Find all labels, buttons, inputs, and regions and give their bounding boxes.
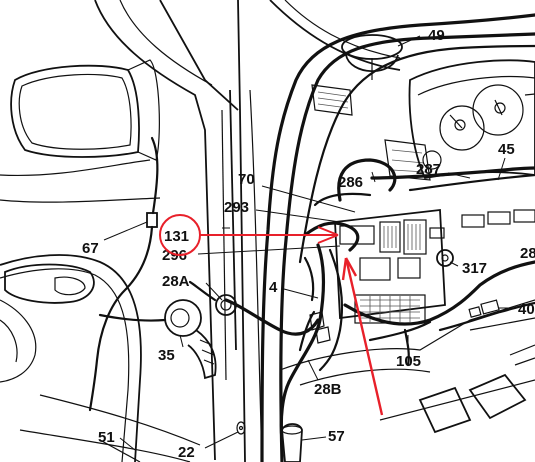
callout-28b: 28B (314, 381, 342, 398)
component-317 (436, 249, 454, 267)
leader-lines (103, 35, 515, 451)
a-pillar (221, 0, 401, 462)
callout-131: 131 (164, 228, 189, 245)
component-67 (146, 212, 158, 228)
red-arrow-diagonal (344, 257, 384, 416)
callout-40: 40 (518, 301, 535, 318)
callout-4: 4 (269, 279, 278, 296)
side-mirror (10, 59, 160, 161)
door-frame (0, 0, 239, 462)
fuse-relay-box (334, 208, 535, 324)
red-arrowhead-horizontal (317, 226, 339, 244)
callout-293: 293 (224, 199, 249, 216)
ground-point-22 (236, 421, 246, 435)
door-pocket (0, 263, 95, 383)
callout-57: 57 (328, 428, 345, 445)
callout-287: 287 (416, 161, 441, 178)
callout-67: 67 (82, 240, 99, 257)
component-35-speaker (164, 299, 217, 380)
component-57 (281, 423, 303, 462)
callout-28a: 28A (162, 273, 190, 290)
callout-28: 28 (520, 245, 535, 262)
callout-22: 22 (178, 444, 195, 461)
callout-49: 49 (428, 27, 445, 44)
callout-70: 70 (238, 171, 255, 188)
red-arrowhead-diagonal (341, 257, 358, 281)
grommet-28a (215, 294, 237, 316)
callout-105: 105 (396, 353, 421, 370)
red-annotations (159, 214, 384, 416)
callout-286: 286 (338, 174, 363, 191)
callout-35: 35 (158, 347, 175, 364)
component-40 (468, 299, 500, 318)
callout-45: 45 (498, 141, 515, 158)
callout-51: 51 (98, 429, 115, 446)
callout-317: 317 (462, 260, 487, 277)
